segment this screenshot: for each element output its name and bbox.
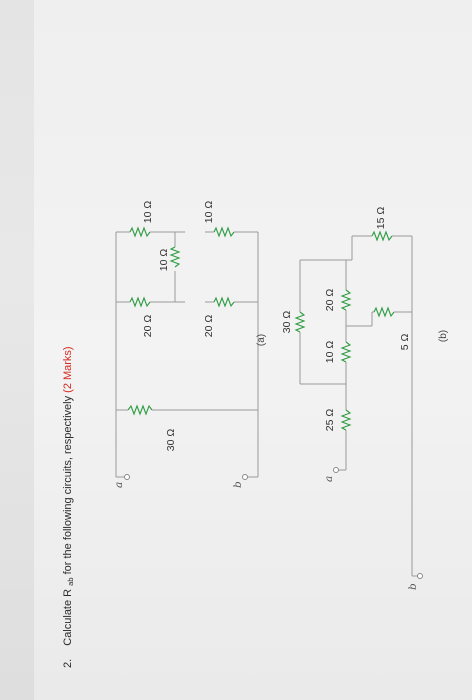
paper-sheet <box>34 0 472 700</box>
terminal-b-node <box>242 474 248 480</box>
label-a-10-bridge: 10 Ω <box>158 249 170 272</box>
resistor-a-20-bottom <box>213 296 235 308</box>
label-a-30: 30 Ω <box>165 429 177 452</box>
resistor-b-15 <box>371 230 393 242</box>
terminal-b-a-label: a <box>323 476 335 482</box>
circuit-b: 25 Ω 10 Ω 20 Ω 30 Ω 5 Ω 15 Ω a b (b) <box>281 207 449 590</box>
terminal-a-node <box>124 474 130 480</box>
resistor-a-30 <box>127 404 153 416</box>
label-b-5: 5 Ω <box>399 334 411 351</box>
resistor-a-10-bridge <box>169 246 181 268</box>
label-b-20: 20 Ω <box>324 289 336 312</box>
label-b-25: 25 Ω <box>324 409 336 432</box>
question-text-end: for the following circuits, respectively <box>62 393 74 575</box>
terminal-b-b-node <box>417 573 423 579</box>
resistor-b-30 <box>294 311 306 333</box>
label-b-15: 15 Ω <box>375 207 387 230</box>
caption-b: (b) <box>438 330 449 342</box>
resistor-b-20 <box>340 289 352 311</box>
svg-text:2. Calculate R ab: 2. Calculate R ab for the following circ… <box>62 346 76 668</box>
resistor-a-20-top <box>213 226 235 238</box>
marks-label: (2 Marks) <box>62 346 74 392</box>
label-b-10: 10 Ω <box>324 341 336 364</box>
resistor-b-25 <box>340 409 352 431</box>
terminal-b-b-label: b <box>407 583 419 590</box>
question-text-start: Calculate R <box>62 589 74 646</box>
resistor-b-5 <box>373 306 395 318</box>
label-a-10-bottom: 10 Ω <box>203 201 215 224</box>
terminal-b-label: b <box>232 481 244 488</box>
label-b-30: 30 Ω <box>281 311 293 334</box>
circuit-a: 10 Ω 20 Ω 10 Ω 10 Ω 20 Ω 30 Ω a b (a) <box>113 201 267 488</box>
caption-a: (a) <box>256 334 267 346</box>
label-a-20-top: 20 Ω <box>142 315 154 338</box>
label-a-10-top: 10 Ω <box>142 201 154 224</box>
resistor-a-10-top <box>129 226 151 238</box>
question-line: 2. Calculate R ab for the following circ… <box>62 346 76 668</box>
resistor-a-10-bottom <box>129 296 151 308</box>
resistor-b-10 <box>340 341 352 363</box>
terminal-a-label: a <box>113 482 125 488</box>
label-a-20-bottom: 20 Ω <box>203 315 215 338</box>
question-subscript: ab <box>66 577 75 585</box>
question-number: 2. <box>62 659 74 668</box>
terminal-b-a-node <box>333 467 339 473</box>
